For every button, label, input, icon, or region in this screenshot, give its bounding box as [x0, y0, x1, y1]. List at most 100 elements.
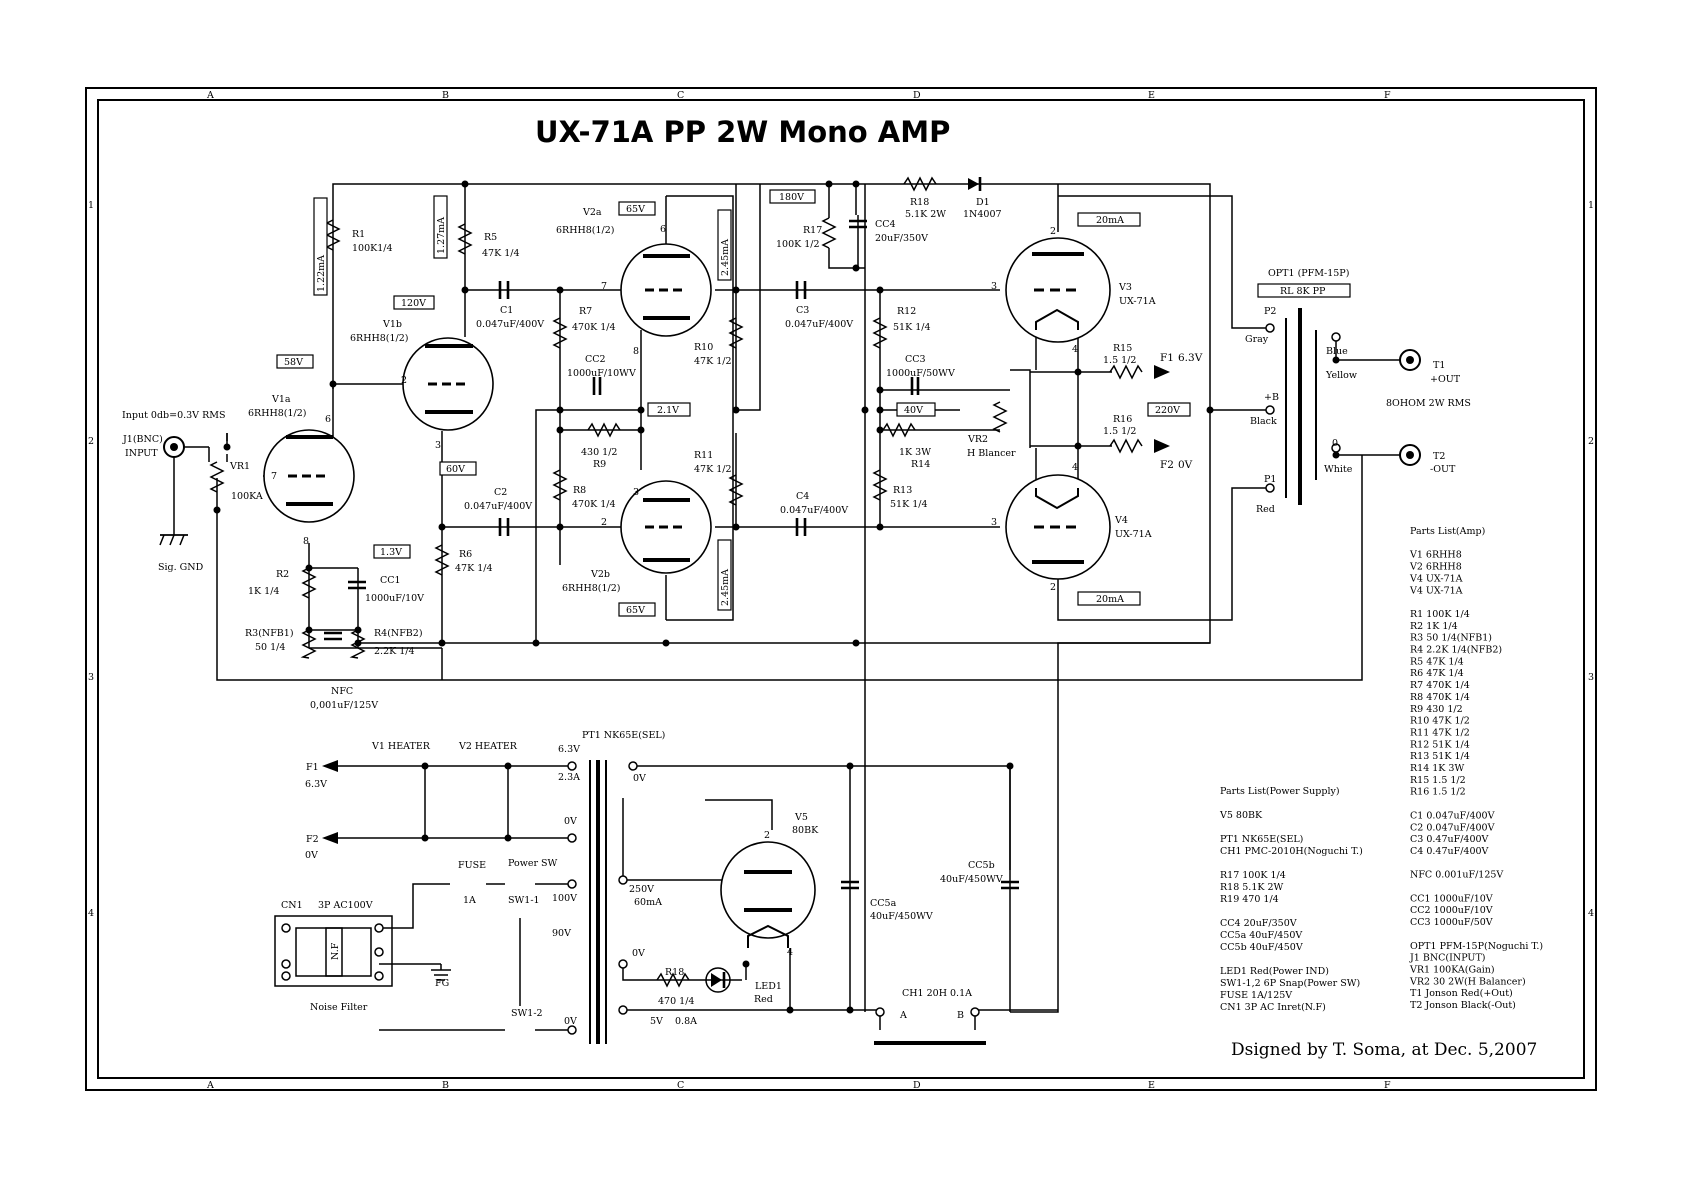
- opt-t1: T1: [1433, 360, 1445, 371]
- parts-ps-line: CC4 20uF/350V: [1220, 918, 1297, 929]
- parts-amp-line: R16 1.5 1/2: [1410, 787, 1466, 798]
- schematic-title: UX-71A PP 2W Mono AMP: [535, 115, 950, 149]
- r13-ref: R13: [893, 485, 912, 496]
- v2a-type: 6RHH8(1/2): [556, 225, 615, 236]
- r2-value: 1K 1/4: [248, 586, 279, 597]
- input-section-labels: Input 0db=0.3V RMS J1(BNC) INPUT Sig. GN…: [122, 410, 1016, 573]
- tube-v1a-symbol: [263, 429, 355, 523]
- fil-f2: F2: [1160, 459, 1174, 471]
- opt-blue: Blue: [1326, 346, 1348, 357]
- cc1-value: 1000uF/10V: [365, 593, 424, 604]
- zone-col-a-bottom: A: [206, 1080, 214, 1091]
- pin-v1a-7: 7: [271, 471, 277, 482]
- c2-ref: C2: [494, 487, 507, 498]
- v5-type: 80BK: [792, 825, 819, 836]
- r14-ref: R14: [911, 459, 930, 470]
- r6-ref: R6: [459, 549, 472, 560]
- parts-amp-line: C2 0.047uF/400V: [1410, 822, 1495, 833]
- tag-1-22ma: 1.22mA: [316, 255, 327, 292]
- tube-v2a-symbol: [620, 243, 712, 337]
- pt1-s-0v-fil: 0V: [632, 948, 645, 959]
- v1a-ref: V1a: [271, 394, 291, 405]
- mains-labels: CN1 3P AC100V FUSE 1A Power SW SW1-1 SW1…: [281, 858, 558, 1019]
- parts-amp-line: R11 47K 1/2: [1410, 727, 1470, 738]
- power-transformer-pt1: [589, 760, 607, 1044]
- filament-labels: F1 6.3V F2 0V: [1160, 352, 1203, 471]
- mains-ac: 3P AC100V: [318, 900, 373, 911]
- c2-value: 0.047uF/400V: [464, 501, 532, 512]
- heater-f2-voltage: 0V: [305, 850, 318, 861]
- parts-ps-line: LED1 Red(Power IND): [1220, 966, 1329, 977]
- pt1-s-0-8a: 0.8A: [675, 1016, 697, 1027]
- pin-v3-3: 3: [991, 281, 997, 292]
- c1-ref: C1: [500, 305, 513, 316]
- v1a-type: 6RHH8(1/2): [248, 408, 307, 419]
- tag-2-45ma-top: 2.45mA: [720, 239, 731, 276]
- tag-180v: 180V: [779, 192, 804, 203]
- fil-f1-voltage: 6.3V: [1178, 352, 1203, 364]
- parts-amp-line: R15 1.5 1/2: [1410, 775, 1466, 786]
- parts-amp-line: R5 47K 1/4: [1410, 656, 1464, 667]
- r14-value: 1K 3W: [899, 447, 931, 458]
- tube-v4-symbol: [1005, 474, 1111, 580]
- tube-labels: V1a 6RHH8(1/2) V1b 6RHH8(1/2) V2a 6RHH8(…: [248, 207, 1156, 836]
- tag-220v: 220V: [1155, 405, 1180, 416]
- mains-power-sw: Power SW: [508, 858, 558, 869]
- parts-amp-line: OPT1 PFM-15P(Noguchi T.): [1410, 941, 1543, 952]
- zone-col-b-bottom: B: [442, 1080, 449, 1091]
- tube-v2b-symbol: [620, 480, 712, 574]
- zone-col-d-top: D: [913, 90, 921, 101]
- zone-row-2-left: 2: [88, 436, 94, 447]
- opt-zero: 0: [1332, 438, 1338, 449]
- opt-rl: RL 8K PP: [1280, 286, 1326, 297]
- opt-t2: T2: [1433, 451, 1445, 462]
- nfc-value: 0,001uF/125V: [310, 700, 378, 711]
- mains-fuse: FUSE: [458, 860, 486, 871]
- choke-a: A: [899, 1010, 907, 1021]
- opt-red: Red: [1256, 504, 1275, 515]
- heater-v2: V2 HEATER: [458, 741, 518, 752]
- zone-row-1-right: 1: [1588, 200, 1594, 211]
- zone-markers: A B C D E F A B C D E F 1 2 3 4 1 2 3 4: [88, 90, 1594, 1091]
- pt1-name: PT1 NK65E(SEL): [582, 730, 665, 741]
- tag-60v: 60V: [446, 464, 465, 475]
- parts-amp-line: NFC 0.001uF/125V: [1410, 870, 1503, 881]
- tag-1-27ma: 1.27mA: [436, 217, 447, 254]
- cc3-ref: CC3: [905, 354, 926, 365]
- tube-v5-symbol: [720, 841, 816, 948]
- opt-name: OPT1 (PFM-15P): [1268, 268, 1349, 279]
- parts-amp-line: J1 BNC(INPUT): [1409, 953, 1485, 964]
- pt1-s-250v: 250V: [629, 884, 654, 895]
- zone-row-2-right: 2: [1588, 436, 1594, 447]
- parts-amp-line: R2 1K 1/4: [1410, 621, 1458, 632]
- opt-white: White: [1324, 464, 1353, 475]
- r4-value: 2.2K 1/4: [374, 646, 415, 657]
- current-tag-labels: 1.22mA 1.27mA 2.45mA 2.45mA: [316, 217, 731, 606]
- junction-dots: [170, 180, 1340, 1014]
- parts-amp-line: CC1 1000uF/10V: [1410, 893, 1493, 904]
- drawing-frame: [85, 87, 1597, 1091]
- signature-block: Dsigned by T. Soma, at Dec. 5,2007: [1231, 1040, 1537, 1060]
- r10-value: 47K 1/2: [694, 356, 732, 367]
- opt-t1-label: +OUT: [1430, 374, 1461, 385]
- pin-v1b-2: 2: [401, 375, 407, 386]
- pin-v5-4: 4: [787, 947, 793, 958]
- zone-col-e-bottom: E: [1148, 1080, 1155, 1091]
- parts-amp-line: R8 470K 1/4: [1410, 692, 1470, 703]
- parts-amp-line: CC2 1000uF/10V: [1410, 905, 1493, 916]
- heater-v1: V1 HEATER: [371, 741, 431, 752]
- r1-ref: R1: [352, 229, 365, 240]
- r12-ref: R12: [897, 306, 916, 317]
- r18-ps-ref: R18: [665, 967, 684, 978]
- pt1-p-100v: 100V: [552, 893, 577, 904]
- r1-value: 100K1/4: [352, 243, 393, 254]
- v3-ref: V3: [1118, 282, 1132, 293]
- ground-symbols: [159, 534, 451, 981]
- r16-value: 1.5 1/2: [1103, 426, 1136, 437]
- r16-ref: R16: [1113, 414, 1132, 425]
- heater-arrows: [322, 365, 1170, 844]
- heater-f1-voltage: 6.3V: [305, 779, 327, 790]
- mains-noise-filter: Noise Filter: [310, 1002, 368, 1013]
